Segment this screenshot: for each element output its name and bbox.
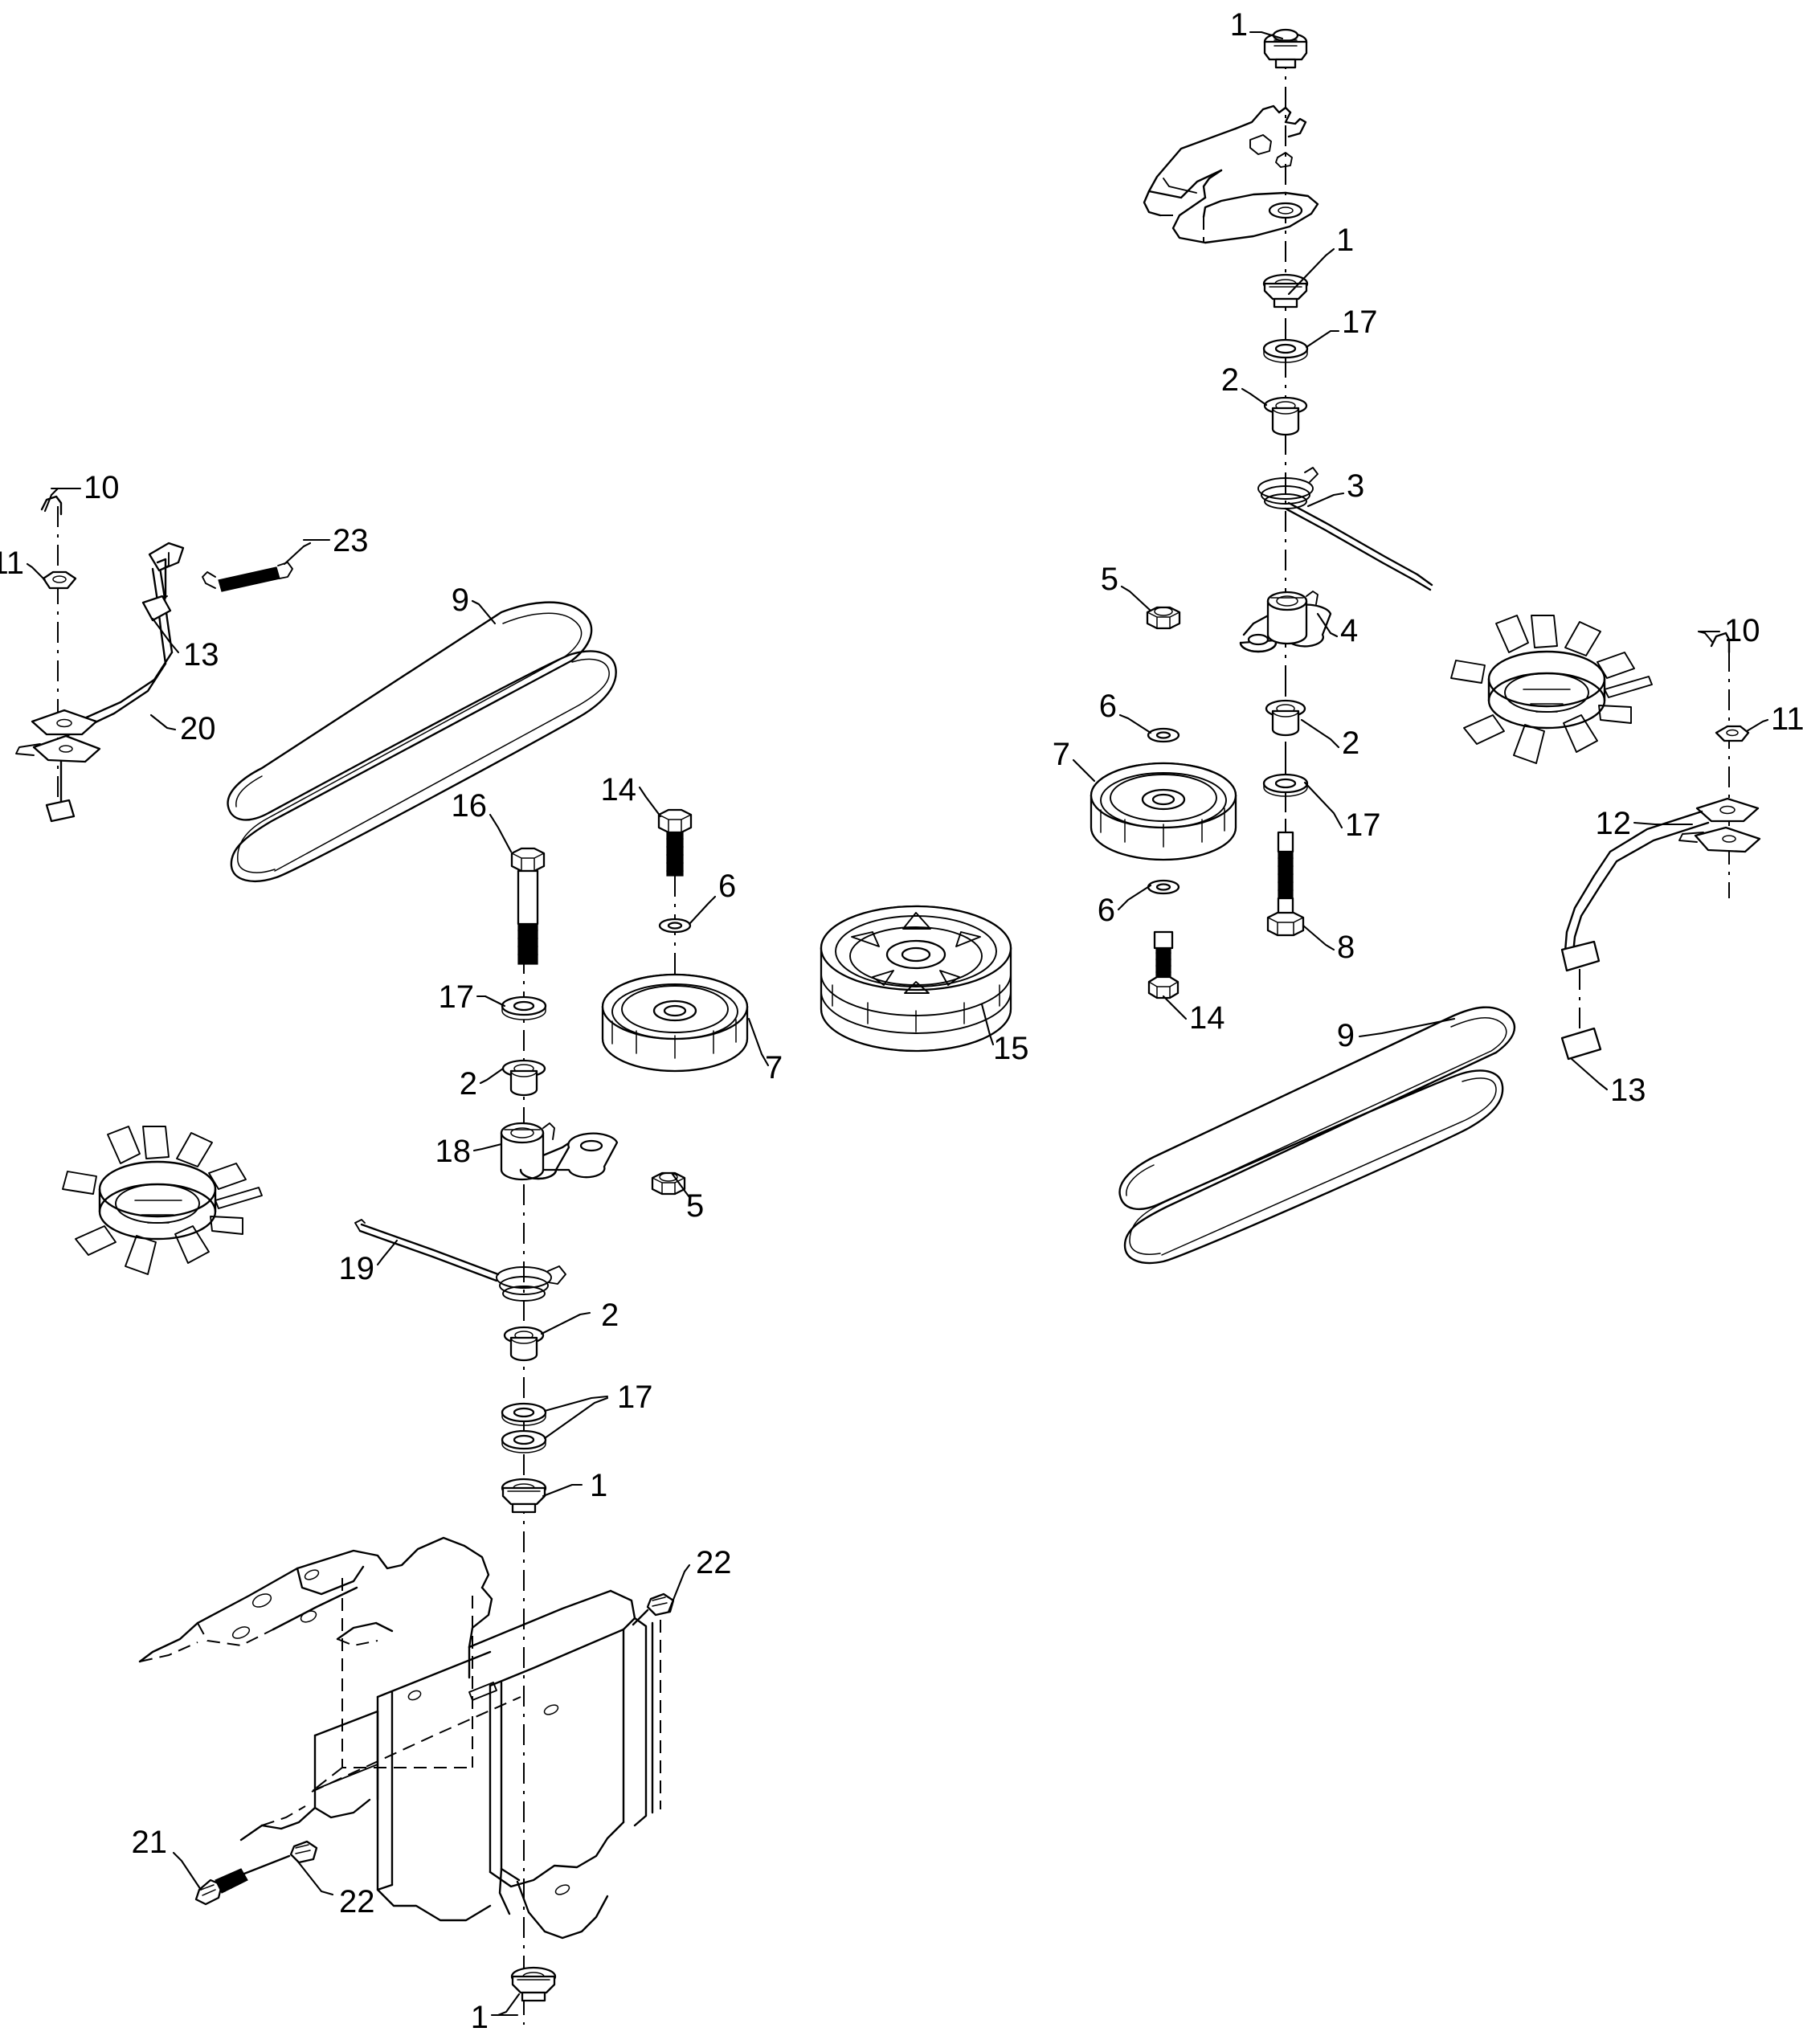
callout-c20: 10 (84, 470, 120, 505)
mount-bracket-plate (1143, 104, 1319, 244)
callout-c9: 2 (1342, 726, 1359, 761)
callout-c5: 3 (1347, 468, 1364, 504)
callout-c35: 19 (339, 1251, 375, 1286)
callout-c41: 22 (339, 1884, 375, 1919)
flat-washer-small-right (1147, 727, 1180, 743)
shoulder-bolt-right (1266, 831, 1305, 937)
callout-c40: 21 (132, 1825, 168, 1860)
callout-c18: 13 (1610, 1073, 1646, 1108)
callout-c22: 13 (183, 637, 219, 672)
callout-c15: 10 (1724, 613, 1760, 648)
right-cooling-fan (1450, 615, 1653, 764)
callout-c32: 15 (993, 1031, 1029, 1066)
hex-bolt-frame (194, 1854, 291, 1906)
callout-c34: 5 (686, 1188, 704, 1224)
callout-c31: 2 (460, 1066, 477, 1102)
idler-pulley-right (1090, 762, 1237, 861)
v-belt-left (227, 601, 617, 883)
callout-c14: 14 (1189, 1000, 1225, 1036)
carriage-bolt-lower (289, 1840, 318, 1864)
callout-c19: 9 (1337, 1018, 1355, 1053)
leader-lines (26, 31, 1769, 2017)
extension-spring (202, 562, 293, 592)
callout-numbers: 1 1 17 2 3 5 4 6 2 7 17 6 8 14 10 11 12 … (0, 7, 1803, 2035)
idler-arm-right (1239, 591, 1332, 653)
flat-washer-small-left (658, 918, 692, 934)
callout-c21: 11 (0, 546, 24, 581)
torsion-spring-right (1257, 467, 1433, 591)
hex-bolt-right (1147, 930, 1180, 1000)
left-link-rod-assembly (15, 495, 185, 823)
flat-washers-left-stack (501, 1402, 547, 1453)
callout-c33: 18 (435, 1134, 472, 1169)
callout-c30: 7 (765, 1050, 783, 1085)
flat-washer-upper (1262, 338, 1309, 363)
long-hex-bolt (510, 847, 546, 965)
callout-c23: 20 (180, 711, 216, 746)
idler-pulley-left (601, 973, 749, 1073)
double-groove-pulley (820, 905, 1012, 1053)
callout-c36: 2 (601, 1298, 619, 1333)
spacer-bushing-left-lower (503, 1326, 545, 1362)
torsion-spring-left (354, 1219, 566, 1302)
callout-c24: 23 (333, 523, 369, 558)
callout-c12: 6 (1098, 893, 1115, 928)
flat-washer-right-lower (1262, 773, 1309, 797)
spacer-bushing-left (501, 1059, 546, 1097)
deck-frame-housing (138, 1536, 661, 1940)
hex-bolt-left (657, 808, 693, 877)
hex-nut-right (1146, 606, 1181, 630)
callout-c4: 2 (1221, 362, 1239, 398)
callout-c38: 1 (590, 1468, 607, 1503)
spacer-bushing-lower-right (1265, 699, 1306, 737)
callout-c28: 6 (718, 869, 736, 904)
callout-c39: 22 (696, 1545, 732, 1580)
callout-c26: 16 (452, 788, 488, 824)
carriage-bolt-upper (632, 1592, 675, 1626)
callout-c13: 8 (1337, 930, 1355, 965)
v-belt-right (1118, 1006, 1516, 1265)
callout-c7: 4 (1340, 613, 1358, 648)
callout-c42: 1 (471, 2000, 489, 2035)
callout-c1: 1 (1230, 7, 1248, 43)
callout-c2: 1 (1336, 223, 1354, 258)
callout-c27: 14 (601, 772, 637, 807)
callout-c8: 6 (1099, 689, 1117, 724)
flange-lock-nut-under-bracket (1262, 273, 1309, 309)
callout-c3: 17 (1342, 305, 1378, 340)
callout-c10: 7 (1053, 737, 1070, 772)
callout-c37: 17 (617, 1380, 653, 1415)
callout-c6: 5 (1101, 562, 1118, 597)
callout-c25: 9 (452, 583, 469, 618)
idler-arm-left (500, 1122, 619, 1181)
callout-c17: 12 (1596, 806, 1632, 841)
callout-c11: 17 (1345, 807, 1381, 843)
callout-c16: 11 (1771, 701, 1803, 737)
flange-lock-nut-bottom (510, 1966, 557, 2002)
flat-washer-left-upper (501, 995, 547, 1020)
flat-washer-small-right-lower (1147, 879, 1180, 895)
flange-lock-nut-left (501, 1478, 547, 1514)
left-cooling-fan (62, 1126, 263, 1275)
right-link-rod-assembly (1560, 632, 1761, 1061)
callout-c29: 17 (439, 979, 475, 1015)
spacer-bushing-upper (1263, 396, 1308, 436)
flange-lock-nut-top (1263, 28, 1308, 69)
